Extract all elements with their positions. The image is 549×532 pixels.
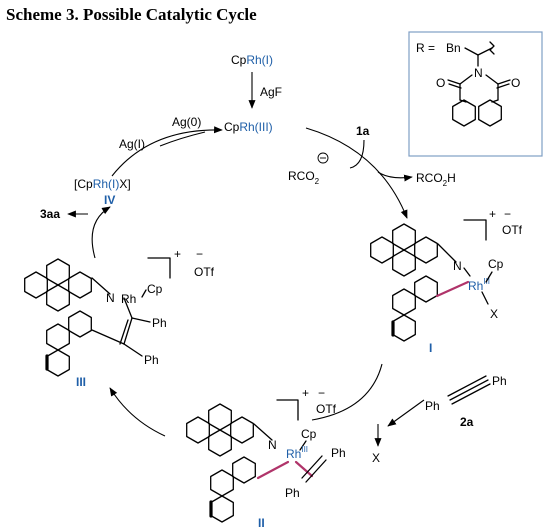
intermediate-III-structure: [24, 258, 151, 377]
cycle-arrow-to-II: [311, 363, 383, 421]
intermediate-III-rh: Rh: [121, 292, 136, 306]
alkyne-label: 2a: [460, 415, 474, 429]
intermediate-I-nitrogen: N: [453, 259, 462, 273]
carboxylic-acid: RCO2H: [416, 171, 456, 188]
alkyne-in-arrow: [387, 399, 425, 427]
r-equals: R =: [416, 41, 435, 55]
intermediate-III-label: III: [76, 375, 86, 389]
carbonyl-o-left: O: [436, 76, 445, 90]
r-group-structure: R = Bn N O O: [416, 41, 520, 127]
substrate-in-arrow: [349, 139, 365, 169]
cycle-arrow-to-I: [305, 127, 408, 219]
intermediate-II-charge: +: [302, 386, 309, 400]
intermediate-II-cp: Cp: [301, 427, 317, 441]
intermediate-I-bracket: [463, 219, 487, 241]
intermediate-III-ph-bottom: Ph: [144, 353, 159, 367]
acid-out-arrow: [377, 171, 413, 182]
intermediate-III-charge: +: [174, 247, 181, 261]
intermediate-I-label: I: [429, 341, 432, 355]
r-group-box: [408, 31, 543, 157]
active-catalyst: CpRh(III): [224, 120, 273, 134]
intermediate-III-counterion: OTf: [194, 265, 215, 279]
intermediate-I-cp: Cp: [488, 257, 504, 271]
intermediate-III-cp: Cp: [147, 282, 163, 296]
silver-one: Ag(I): [119, 137, 145, 151]
cycle-arrow-to-3aa: [91, 206, 111, 259]
intermediate-IV-formula: [CpRh(I)X]: [74, 177, 131, 191]
silver-curl: [159, 131, 206, 147]
intermediate-II-ph-bottom: Ph: [285, 486, 300, 500]
cycle-arrow-to-III: [109, 387, 166, 437]
scheme-title: Scheme 3. Possible Catalytic Cycle: [6, 5, 257, 24]
benzyl-label: Bn: [446, 41, 461, 55]
precatalyst: CpRh(I): [231, 53, 273, 67]
alkyne-ph-right: Ph: [492, 374, 507, 388]
intermediate-II-nitrogen: N: [268, 438, 277, 452]
intermediate-II-structure: [186, 403, 273, 523]
intermediate-I-charge: +: [489, 207, 496, 221]
intermediate-I-structure: [370, 223, 471, 342]
intermediate-I-x: X: [490, 307, 498, 321]
anion-charge: [317, 152, 329, 164]
intermediate-I-minus: −: [504, 207, 511, 221]
intermediate-II-bracket: [276, 399, 299, 421]
silver-zero: Ag(0): [172, 115, 201, 129]
intermediate-III-nitrogen: N: [106, 291, 115, 305]
intermediate-II-rh: RhIII: [286, 445, 308, 461]
leaving-group-x: X: [372, 451, 380, 465]
carboxylate-anion: RCO2: [288, 169, 320, 186]
agf-reagent: AgF: [260, 85, 282, 99]
intermediate-III-minus: −: [196, 247, 203, 261]
intermediate-I-rh: RhIII: [468, 277, 490, 293]
intermediate-II-minus: −: [318, 386, 325, 400]
intermediate-I-counterion: OTf: [502, 223, 523, 237]
intermediate-IV-label: IV: [104, 193, 115, 207]
intermediate-III-bracket: [147, 257, 171, 279]
intermediate-II-ph-top: Ph: [331, 446, 346, 460]
intermediate-III-ph-top: Ph: [152, 316, 167, 330]
imide-nitrogen: N: [474, 66, 483, 80]
intermediate-II-label: II: [258, 516, 265, 530]
substrate-label: 1a: [356, 124, 370, 138]
product-3aa-label: 3aa: [40, 207, 60, 221]
alkyne-ph-left: Ph: [425, 399, 440, 413]
carbonyl-o-right: O: [511, 76, 520, 90]
reoxidation-arrow: [111, 126, 223, 177]
intermediate-II-counterion: OTf: [316, 402, 337, 416]
